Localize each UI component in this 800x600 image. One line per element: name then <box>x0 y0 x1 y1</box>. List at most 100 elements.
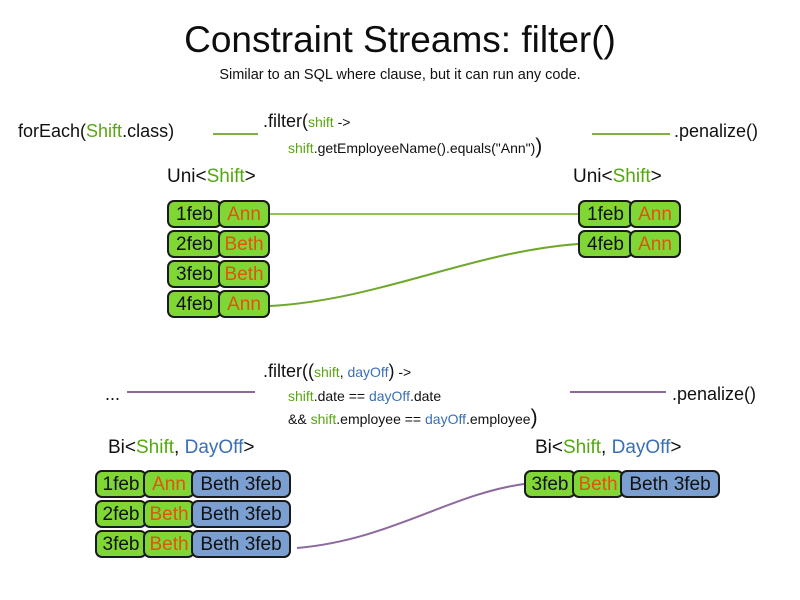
bi-filter-param2: dayOff <box>347 364 389 380</box>
uni-source-suffix: .class) <box>122 121 175 141</box>
tuple-cell-name: Beth <box>218 230 270 258</box>
uni-input-stream-suffix: > <box>244 166 256 187</box>
bi-output-stream-comma: , <box>601 437 612 458</box>
uni-source-label: forEach(Shift.class) <box>18 120 174 142</box>
bi-input-stream-suffix: > <box>243 437 255 458</box>
bi-output-stream-prefix: Bi< <box>535 437 563 458</box>
tuple-row[interactable]: 3feb Beth <box>167 260 270 288</box>
tuple-row[interactable]: 3feb Beth Beth 3feb <box>95 530 291 558</box>
bi-filter-line2-mid: .date == <box>313 388 369 404</box>
bi-input-stream-type2: DayOff <box>184 437 244 458</box>
tuple-cell-dayoff: Beth 3feb <box>620 470 720 498</box>
uni-filter-method: .filter( <box>263 111 308 131</box>
uni-output-stream-type: Shift <box>612 166 651 187</box>
uni-filter-body-var: shift <box>288 140 314 156</box>
tuple-cell-dayoff: Beth 3feb <box>191 470 291 498</box>
tuple-cell-name: Beth <box>143 500 195 528</box>
tuple-cell-date: 2feb <box>167 230 222 258</box>
tuple-row[interactable]: 1feb Ann Beth 3feb <box>95 470 291 498</box>
page-title: Constraint Streams: filter() <box>184 19 616 60</box>
tuple-cell-name: Ann <box>143 470 195 498</box>
bi-output-stream-suffix: > <box>670 437 682 458</box>
uni-input-stream-type: Shift <box>206 166 245 187</box>
tuple-cell-name: Beth <box>218 260 270 288</box>
bi-filter-close-paren: ) <box>530 406 538 429</box>
bi-filter-call-line1: .filter((shift, dayOff) -> <box>263 360 411 382</box>
bi-filter-arrow: -> <box>394 364 412 380</box>
bi-filter-line3-var2: dayOff <box>425 411 466 427</box>
uni-filter-param: shift <box>308 114 334 130</box>
bi-input-tuple-stack: 1feb Ann Beth 3feb 2feb Beth Beth 3feb 3… <box>95 470 291 558</box>
tuple-cell-date: 4feb <box>578 230 633 258</box>
uni-input-stream-label: Uni<Shift> <box>167 166 256 188</box>
wire-uni-4feb <box>269 243 579 307</box>
tuple-cell-name: Beth <box>143 530 195 558</box>
uni-filter-arrow: -> <box>333 114 351 130</box>
tuple-row[interactable]: 2feb Beth <box>167 230 270 258</box>
bi-input-stream-prefix: Bi< <box>108 437 136 458</box>
bi-filter-method: .filter( <box>263 361 308 381</box>
tuple-cell-date: 3feb <box>524 470 576 498</box>
bi-filter-comma: , <box>339 364 348 380</box>
tuple-row[interactable]: 4feb Ann <box>578 230 681 258</box>
bi-output-stream-type2: DayOff <box>611 437 671 458</box>
tuple-cell-date: 3feb <box>95 530 147 558</box>
wire-bi-3feb <box>296 483 525 549</box>
bi-filter-open-paren: ( <box>308 361 314 381</box>
tuple-cell-date: 1feb <box>167 200 222 228</box>
tuple-cell-date: 3feb <box>167 260 222 288</box>
tuple-cell-date: 4feb <box>167 290 222 318</box>
bi-filter-line2-var1: shift <box>288 388 314 404</box>
bi-output-stream-type1: Shift <box>563 437 602 458</box>
bi-filter-call-line3: && shift.employee == dayOff.employee) <box>288 406 538 429</box>
page-subtitle: Similar to an SQL where clause, but it c… <box>219 67 581 83</box>
uni-output-stream-prefix: Uni< <box>573 166 613 187</box>
bi-output-stream-label: Bi<Shift, DayOff> <box>535 437 681 459</box>
bi-filter-line3-prefix: && <box>288 411 311 427</box>
bi-filter-param1: shift <box>314 364 340 380</box>
tuple-row[interactable]: 1feb Ann <box>167 200 270 228</box>
uni-filter-close-paren: ) <box>535 135 543 158</box>
bi-input-stream-label: Bi<Shift, DayOff> <box>108 437 254 459</box>
tuple-cell-name: Ann <box>629 200 681 228</box>
uni-rule-left <box>213 133 258 135</box>
uni-source-type: Shift <box>86 121 123 141</box>
tuple-row[interactable]: 3feb Beth Beth 3feb <box>524 470 720 498</box>
uni-output-stream-label: Uni<Shift> <box>573 166 662 188</box>
uni-filter-body-rest: .getEmployeeName().equals("Ann") <box>313 140 536 156</box>
tuple-cell-date: 1feb <box>95 470 147 498</box>
bi-rule-right <box>570 391 666 393</box>
bi-source-label: ... <box>105 384 121 404</box>
bi-filter-close-params: ) <box>388 361 395 381</box>
bi-filter-line2-end: .date <box>409 388 442 404</box>
bi-terminal-label: .penalize() <box>672 384 757 404</box>
uni-filter-call-line1: .filter(shift -> <box>263 110 350 132</box>
tuple-cell-date: 2feb <box>95 500 147 528</box>
bi-filter-call-line2: shift.date == dayOff.date <box>288 387 441 405</box>
bi-input-stream-comma: , <box>174 437 185 458</box>
bi-rule-left <box>127 391 255 393</box>
uni-input-tuple-stack: 1feb Ann 2feb Beth 3feb Beth 4feb Ann <box>167 200 270 318</box>
uni-output-stream-suffix: > <box>650 166 662 187</box>
tuple-cell-name: Ann <box>218 200 270 228</box>
tuple-row[interactable]: 4feb Ann <box>167 290 270 318</box>
bi-filter-line2-var2: dayOff <box>368 388 410 404</box>
bi-filter-line3-end: .employee <box>466 411 531 427</box>
tuple-cell-name: Ann <box>629 230 681 258</box>
tuple-cell-dayoff: Beth 3feb <box>191 530 291 558</box>
bi-filter-line3-mid: .employee == <box>336 411 425 427</box>
tuple-cell-date: 1feb <box>578 200 633 228</box>
uni-output-tuple-stack: 1feb Ann 4feb Ann <box>578 200 681 258</box>
tuple-row[interactable]: 1feb Ann <box>578 200 681 228</box>
uni-source-prefix: forEach( <box>18 121 87 141</box>
uni-terminal-label: .penalize() <box>674 121 759 141</box>
tuple-cell-name: Beth <box>572 470 624 498</box>
bi-input-stream-type1: Shift <box>136 437 175 458</box>
tuple-cell-name: Ann <box>218 290 270 318</box>
tuple-cell-dayoff: Beth 3feb <box>191 500 291 528</box>
tuple-row[interactable]: 2feb Beth Beth 3feb <box>95 500 291 528</box>
uni-rule-right <box>592 133 670 135</box>
bi-filter-line3-var1: shift <box>310 411 337 427</box>
uni-input-stream-prefix: Uni< <box>167 166 207 187</box>
uni-filter-call-line2: shift.getEmployeeName().equals("Ann")) <box>288 135 543 158</box>
